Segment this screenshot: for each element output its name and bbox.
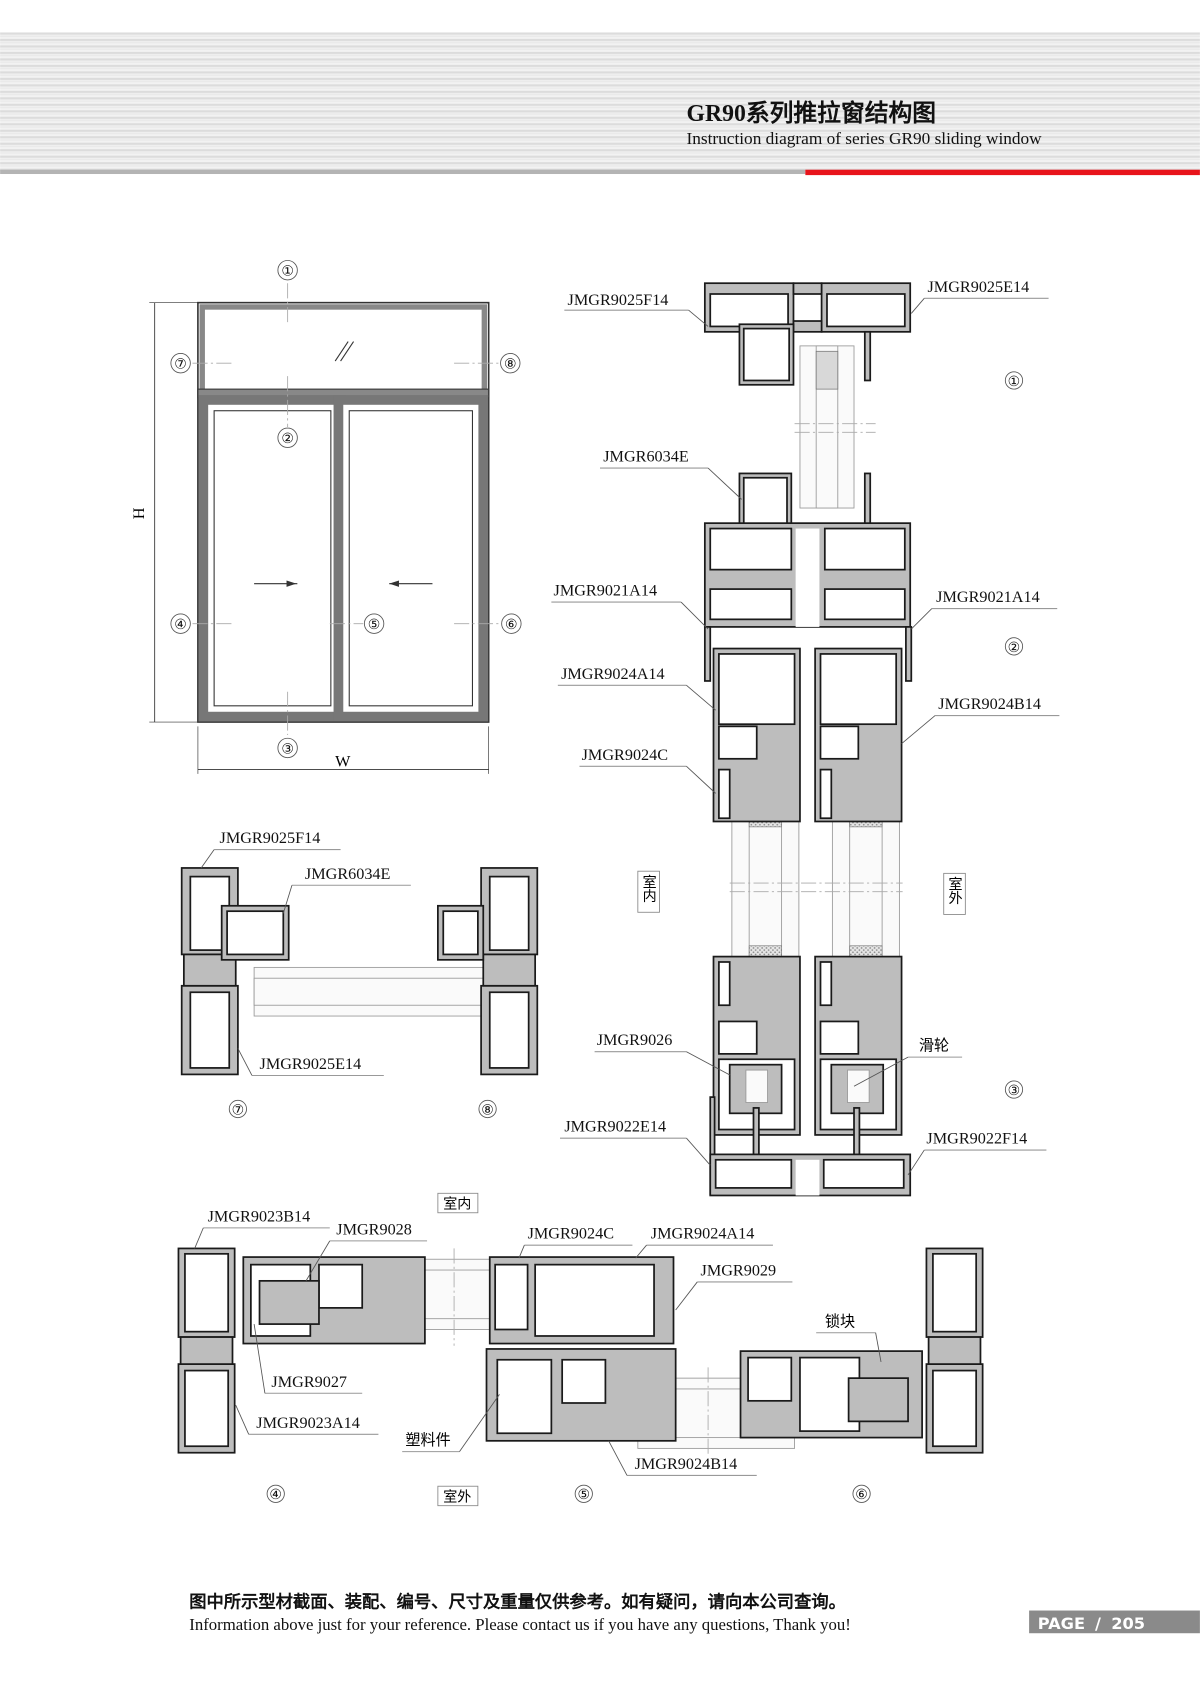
- label-jmgr9027: JMGR9027: [271, 1373, 347, 1391]
- svg-text:①: ①: [1008, 374, 1021, 390]
- svg-text:⑥: ⑥: [855, 1487, 868, 1503]
- footer-note-cn: 图中所示型材截面、装配、编号、尺寸及重量仅供参考。如有疑问，请向本公司查询。: [189, 1591, 846, 1612]
- marker-4-section: ④: [266, 1484, 285, 1503]
- indoor-tag: 室内: [637, 870, 660, 913]
- label-jmgr9024c: JMGR9024C: [582, 746, 668, 764]
- label-roller: 滑轮: [919, 1037, 949, 1055]
- section-7-8: JMGR9025F14 JMGR6034E JMGR9025E14 ⑦ ⑧: [180, 829, 539, 1118]
- label-lock-block: 锁块: [825, 1312, 855, 1330]
- label-jmgr9024b14: JMGR9024B14: [938, 695, 1041, 713]
- label-h-jmgr9024c: JMGR9024C: [528, 1225, 614, 1243]
- svg-text:⑥: ⑥: [505, 617, 518, 633]
- marker-1: ①: [277, 260, 298, 281]
- marker-1-section: ①: [1004, 371, 1024, 390]
- svg-text:室外: 室外: [947, 876, 963, 905]
- marker-2: ②: [277, 427, 298, 448]
- label-jmgr9021a14-left: JMGR9021A14: [554, 582, 658, 600]
- page-subtitle: Instruction diagram of series GR90 slidi…: [686, 129, 1042, 148]
- svg-text:⑤: ⑤: [368, 617, 381, 633]
- marker-6-section: ⑥: [852, 1484, 871, 1503]
- label-h-jmgr9024a14: JMGR9024A14: [651, 1225, 755, 1243]
- horizontal-section-labels: 室内 JMGR9023B14 JMGR9028 JMGR9024C JMGR90…: [194, 1192, 882, 1507]
- label-jmgr9024a14: JMGR9024A14: [561, 665, 665, 683]
- indoor-tag-bottom: 室内: [437, 1192, 479, 1214]
- label-jmgr9029: JMGR9029: [701, 1261, 777, 1279]
- marker-3-section: ③: [1004, 1080, 1024, 1099]
- slide-arrow-left-icon: [389, 580, 433, 587]
- svg-text:室内: 室内: [443, 1195, 471, 1212]
- svg-text:⑦: ⑦: [232, 1102, 245, 1118]
- outdoor-tag-bottom: 室外: [437, 1485, 479, 1507]
- svg-text:⑧: ⑧: [481, 1102, 494, 1118]
- height-dimension-label: H: [130, 507, 148, 519]
- page-title: GR90系列推拉窗结构图: [686, 99, 936, 127]
- label-78-jmgr9025f14: JMGR9025F14: [220, 829, 321, 847]
- svg-text:④: ④: [269, 1487, 282, 1503]
- marker-7: ⑦: [170, 353, 191, 374]
- svg-text:/: /: [1095, 1614, 1101, 1633]
- marker-6: ⑥: [501, 613, 522, 634]
- marker-3: ③: [277, 737, 298, 759]
- svg-text:③: ③: [1008, 1083, 1021, 1099]
- marker-5-section: ⑤: [574, 1484, 593, 1503]
- label-jmgr9026: JMGR9026: [597, 1031, 673, 1049]
- svg-text:⑧: ⑧: [504, 357, 517, 373]
- label-jmgr6034e: JMGR6034E: [603, 448, 689, 466]
- label-jmgr9025f14: JMGR9025F14: [568, 291, 669, 309]
- outdoor-tag: 室外: [943, 872, 966, 915]
- header-band: GR90系列推拉窗结构图 Instruction diagram of seri…: [0, 32, 1200, 176]
- footer-note-en: Information above just for your referenc…: [189, 1615, 851, 1634]
- marker-5: ⑤: [363, 613, 385, 634]
- label-jmgr9021a14-right: JMGR9021A14: [936, 588, 1040, 606]
- marker-7-section: ⑦: [228, 1099, 247, 1118]
- width-dimension-label: W: [335, 752, 351, 770]
- label-plastic-part: 塑料件: [405, 1431, 450, 1449]
- page-badge: PAGE / 205: [1029, 1610, 1200, 1634]
- svg-text:⑦: ⑦: [174, 357, 187, 373]
- svg-text:②: ②: [1008, 640, 1021, 656]
- svg-text:室内: 室内: [641, 874, 657, 904]
- glass-mark-icon: [334, 341, 355, 362]
- window-elevation: H W ① ⑦ ⑧ ② ④ ⑤ ⑥ ③: [130, 260, 522, 774]
- svg-text:PAGE: PAGE: [1038, 1614, 1085, 1633]
- svg-text:室外: 室外: [443, 1488, 471, 1505]
- vertical-section: [703, 282, 913, 1197]
- vertical-section-labels: JMGR9025F14 JMGR9025E14 ① JMGR6034E JMGR…: [551, 278, 1060, 1176]
- label-jmgr9023b14: JMGR9023B14: [208, 1207, 311, 1225]
- svg-text:⑤: ⑤: [577, 1487, 590, 1503]
- marker-8: ⑧: [500, 353, 521, 374]
- label-78-jmgr9025e14: JMGR9025E14: [260, 1055, 362, 1073]
- marker-8-section: ⑧: [478, 1099, 497, 1118]
- marker-2-section: ②: [1004, 637, 1024, 656]
- label-jmgr9023a14: JMGR9023A14: [256, 1414, 360, 1432]
- svg-text:205: 205: [1111, 1614, 1145, 1633]
- label-78-jmgr6034e: JMGR6034E: [305, 865, 391, 883]
- svg-text:④: ④: [174, 617, 187, 633]
- marker-4: ④: [170, 613, 191, 634]
- accent-bar: [805, 169, 1200, 176]
- label-jmgr9022e14: JMGR9022E14: [564, 1118, 666, 1136]
- slide-arrow-right-icon: [254, 580, 298, 587]
- svg-text:③: ③: [281, 741, 294, 757]
- label-jmgr9025e14: JMGR9025E14: [928, 278, 1030, 296]
- label-jmgr9022f14: JMGR9022F14: [926, 1130, 1027, 1148]
- label-h-jmgr9024b14: JMGR9024B14: [635, 1455, 738, 1473]
- horizontal-section: [177, 1247, 984, 1454]
- label-jmgr9028: JMGR9028: [336, 1220, 412, 1238]
- footer: 图中所示型材截面、装配、编号、尺寸及重量仅供参考。如有疑问，请向本公司查询。 I…: [189, 1591, 1200, 1634]
- svg-text:①: ①: [281, 264, 294, 280]
- svg-text:②: ②: [281, 431, 294, 447]
